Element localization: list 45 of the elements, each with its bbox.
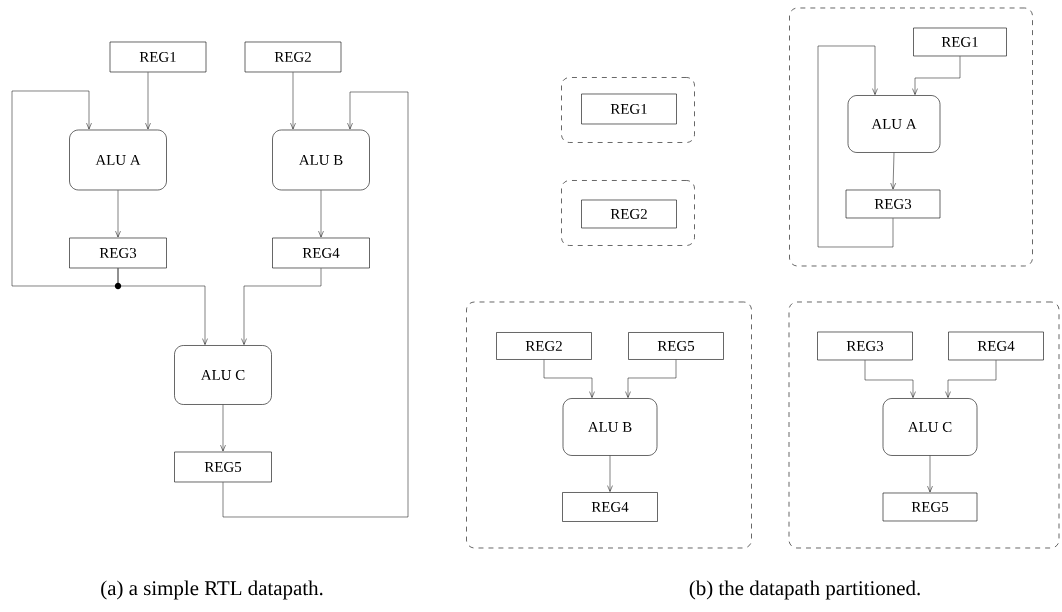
- arrow: [145, 72, 151, 130]
- alu-box: ALU C: [174, 345, 272, 405]
- arrow: [543, 359, 595, 398]
- arrow: [817, 45, 894, 248]
- register-box: REG5: [174, 451, 272, 483]
- partition-box: [789, 7, 1033, 267]
- arrow: [241, 268, 322, 345]
- arrow: [864, 360, 916, 398]
- alu-box: ALU C: [882, 398, 978, 456]
- arrow: [927, 455, 933, 493]
- arrow: [222, 91, 409, 518]
- alu-box: ALU A: [847, 95, 941, 153]
- register-box: REG2: [496, 332, 592, 360]
- caption: (b) the datapath partitioned.: [689, 580, 920, 600]
- arrow: [607, 455, 613, 492]
- arrow: [115, 190, 121, 238]
- arrow: [318, 190, 324, 238]
- register-box: REG3: [845, 189, 941, 219]
- register-box: REG1: [581, 93, 677, 125]
- caption: (a) a simple RTL datapath.: [101, 580, 323, 600]
- arrow: [220, 404, 226, 452]
- register-box: REG2: [581, 199, 677, 229]
- register-box: REG5: [628, 332, 724, 360]
- partition-box: [788, 301, 1060, 549]
- arrow: [945, 360, 997, 398]
- partition-box: [561, 180, 695, 246]
- partition-box: [561, 77, 695, 143]
- register-box: REG3: [817, 331, 913, 361]
- arrow: [625, 359, 677, 398]
- arrow: [117, 268, 208, 345]
- arrow: [890, 152, 896, 190]
- register-box: REG5: [882, 492, 978, 522]
- alu-box: ALU B: [562, 398, 658, 456]
- register-box: REG2: [244, 41, 342, 73]
- alu-box: ALU A: [69, 129, 167, 191]
- register-box: REG3: [69, 237, 167, 269]
- arrow: [290, 72, 296, 130]
- register-box: REG1: [109, 41, 207, 73]
- partition-box: [466, 301, 752, 549]
- register-box: REG1: [913, 27, 1007, 57]
- register-box: REG4: [948, 331, 1044, 361]
- arrow: [912, 56, 961, 95]
- alu-box: ALU B: [272, 129, 370, 191]
- register-box: REG4: [272, 237, 370, 269]
- register-box: REG4: [562, 492, 658, 522]
